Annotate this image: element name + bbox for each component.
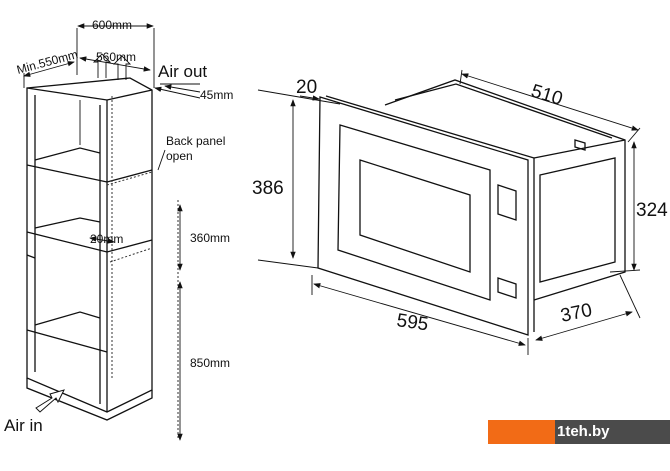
label-back-panel: Back panel (166, 134, 225, 148)
label-min-550mm: Min.550mm (15, 47, 79, 77)
logo-text: 1teh.by (555, 420, 670, 444)
label-20: 20 (296, 77, 317, 98)
label-open: open (166, 149, 193, 163)
cabinet-drawing (26, 77, 153, 421)
logo-accent-bar (488, 420, 555, 444)
label-595: 595 (395, 310, 429, 335)
label-510: 510 (529, 81, 565, 110)
label-850mm: 850mm (190, 356, 230, 370)
cabinet-dimensions (23, 23, 201, 441)
label-370: 370 (559, 300, 594, 327)
label-360mm: 360mm (190, 231, 230, 245)
microwave-drawing (317, 79, 626, 336)
site-logo: 1teh.by (488, 420, 670, 444)
label-386: 386 (252, 178, 284, 199)
label-air-in: Air in (4, 416, 43, 435)
label-560mm: 560mm (96, 50, 136, 64)
label-20mm: 20mm (90, 232, 123, 246)
label-45mm: 45mm (200, 88, 233, 102)
label-air-out: Air out (158, 62, 207, 81)
microwave-dimensions (257, 69, 641, 355)
label-600mm: 600mm (92, 18, 132, 32)
label-324: 324 (636, 200, 668, 221)
